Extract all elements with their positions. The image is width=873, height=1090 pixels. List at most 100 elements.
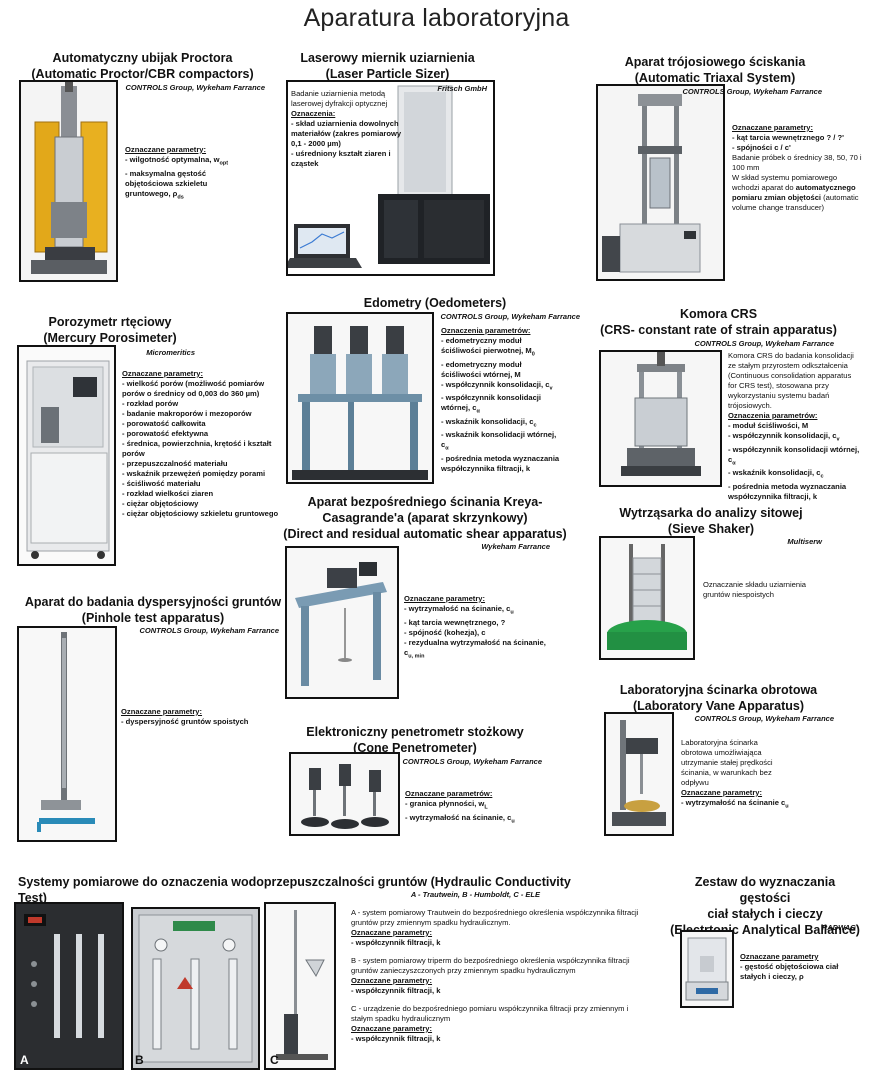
hydraulic-title: Systemy pomiarowe do oznaczenia wodoprze… [18,875,571,905]
laser-maker: Fritsch GmbH [437,84,487,93]
porosimeter-param-item: - porowatość całkowita [122,419,206,428]
crs-param-item: - pośrednia metoda wyznaczania współczyn… [728,481,847,501]
porosimeter-param-item: - rozkład porów [122,399,179,408]
laser-params-label: Oznaczenia: [291,109,336,118]
laser-param-item: - uśredniony kształt ziaren i cząstek [291,149,391,168]
crs-param-item: - współczynnik konsolidacji wtórnej, cα [728,444,860,467]
proctor-params: Oznaczane parametry: - wilgotność optyma… [125,145,237,202]
cone-param-item: - wytrzymałość na ścinanie, cu [405,812,515,825]
hydraulic-label-c-params: Oznaczane parametry: [351,1024,433,1033]
hydraulic-desc-b: B - system pomiarowy triperm do bezpośre… [351,956,630,975]
triaxial-maker: CONTROLS Group, Wykeham Farrance [682,87,822,96]
porosimeter-params: Oznaczane parametry: - wielkość porów (m… [122,369,282,519]
pinhole-params: Oznaczane parametry: - dyspersyjność gru… [121,707,271,727]
hydraulic-maker: A - Trautwein, B - Humboldt, C - ELE [410,890,540,899]
oedometer-maker: CONTROLS Group, Wykeham Farrance [440,312,580,321]
porosimeter-photo [17,345,116,566]
vane-maker: CONTROLS Group, Wykeham Farrance [694,714,834,723]
shear-param-item: - rezydualna wytrzymałość na ścinanie, c… [404,637,546,660]
porosimeter-title: Porozymetr rtęciowy (Mercury Porosimeter… [43,315,177,345]
hydraulic-photo-b [131,907,260,1070]
laser-photo [286,80,495,276]
porosimeter-param-item: - rozkład wielkości ziaren [122,489,214,498]
porosimeter-param-item: - porowatość efektywna [122,429,209,438]
porosimeter-param-item: - ciężar objętościowy [122,499,199,508]
balance-params-label: Oznaczane parametry [740,952,819,961]
balance-params: Oznaczane parametry - gęstość objętościo… [740,952,860,982]
shear-photo [285,546,399,699]
balance-photo [680,930,734,1008]
oedometer-params-label: Oznaczenia parametrów: [441,326,531,335]
oedometer-photo [286,312,434,484]
shear-maker: Wykeham Farrance [481,542,550,551]
porosimeter-param-item: - średnica, powierzchnia, krętość i kszt… [122,439,272,458]
hydraulic-label-b-params: Oznaczane parametry: [351,976,433,985]
vane-photo [604,712,674,836]
laser-title: Laserowy miernik uziarnienia (Laser Part… [300,51,475,81]
oedometer-param-item: - wskaźnik konsolidacji, cc [441,416,537,429]
cone-photo [289,752,400,836]
porosimeter-param-item: - wielkość porów (możliwość pomiarów por… [122,379,265,398]
triaxial-params-label: Oznaczane parametry: [732,123,814,132]
hydraulic-desc-a: A - system pomiarowy Trautwein do bezpoś… [351,908,639,927]
hydraulic-params: A - system pomiarowy Trautwein do bezpoś… [351,908,651,1044]
hydraulic-param-item: - współczynnik filtracji, k [351,986,441,995]
sieve-title: Wytrząsarka do analizy sitowej (Sieve Sh… [619,506,803,536]
crs-params-label: Oznaczenia parametrów: [728,411,818,420]
hydraulic-label-a-params: Oznaczane parametry: [351,928,433,937]
triaxial-desc: Badanie próbek o średnicy 38, 50, 70 i 1… [732,153,862,172]
oedometer-param-item: - współczynnik konsolidacji, cv [441,379,553,392]
cone-params: Oznaczane parametrów: - granica płynnośc… [405,789,555,826]
cone-param-item: - granica płynności, wL [405,799,488,811]
oedometer-param-item: - współczynnik konsolidacji wtórnej, cα [441,393,542,415]
hydraulic-param-item: - współczynnik filtracji, k [351,1034,441,1043]
crs-photo [599,350,722,487]
oedometer-title: Edometry (Oedometers) [363,296,507,310]
crs-param-item: - wskaźnik konsolidacji, cc [728,468,824,480]
hydraulic-photo-a [14,902,124,1070]
pinhole-params-label: Oznaczane parametry: [121,707,203,716]
crs-param-item: - współczynnik konsolidacji, cv [728,431,840,443]
cone-title: Elektroniczny penetrometr stożkowy (Cone… [306,725,524,755]
porosimeter-param-item: - badanie makroporów i mezoporów [122,409,252,418]
porosimeter-params-label: Oznaczane parametry: [122,369,204,378]
oedometer-param-item: - wskaźnik konsolidacji wtórnej, cα [441,430,557,452]
crs-title: Komora CRS (CRS- constant rate of strain… [600,307,837,337]
crs-maker: CONTROLS Group, Wykeham Farrance [694,339,834,348]
shear-param-item: - spójność (kohezja), c [404,627,486,637]
laser-param-item: - skład uziarnienia dowolnych materiałów… [291,119,402,148]
sieve-desc: Oznaczanie składu uziarnienia gruntów ni… [703,580,806,599]
laser-params: Badanie uziarnienia metodą laserowej dyf… [291,89,406,169]
pinhole-title: Aparat do badania dyspersyjności gruntów… [24,595,282,625]
proctor-maker: CONTROLS Group, Wykeham Farrance [125,83,265,92]
proctor-photo [19,80,118,282]
shear-param-item: - kąt tarcia wewnętrznego, ? [404,617,506,627]
hydraulic-photo-c [264,902,336,1070]
hydraulic-desc-c: C - urządzenie do bezpośredniego pomiaru… [351,1004,629,1023]
vane-params-label: Oznaczane parametry: [681,788,763,797]
proctor-param-item: - wilgotność optymalna, wopt [125,155,229,167]
cone-maker: CONTROLS Group, Wykeham Farrance [402,757,542,766]
shear-param-item: - wytrzymałość na ścinanie, cu [404,604,514,616]
shear-params-label: Oznaczane parametry: [404,594,486,603]
porosimeter-param-item: - ciężar objętościowy szkieletu gruntowe… [122,509,279,518]
crs-param-item: - moduł ściśliwości, M [728,421,809,430]
sieve-photo [599,536,695,660]
pinhole-maker: CONTROLS Group, Wykeham Farrance [139,626,279,635]
hydraulic-label-a: A [20,1053,29,1067]
triaxial-params: Oznaczane parametry: - kąt tarcia wewnęt… [732,123,862,213]
crs-params: Komora CRS do badania konsolidacji ze st… [728,351,862,502]
vane-param-item: - wytrzymałość na ścinanie cu [681,798,789,810]
triaxial-desc-2: W skład systemu pomiarowego wchodzi apar… [732,173,859,212]
balance-param-item: - gęstość objętościowa ciał stałych i ci… [740,962,839,981]
sieve-maker: Multiserw [787,537,822,546]
porosimeter-param-item: - wskaźnik przewężeń pomiędzy porami [122,469,266,478]
proctor-param-item: - maksymalna gęstość objętościowa szkiel… [125,168,208,201]
oedometer-param-item: - edometryczny moduł ściśliwości wtórnej… [441,359,522,379]
triaxial-param-item: - spójności c / c' [732,143,791,152]
hydraulic-label-b: B [135,1053,144,1067]
triaxial-param-item: - kąt tarcia wewnętrznego ? / ?' [732,133,844,142]
shear-params: Oznaczane parametry: - wytrzymałość na ś… [404,594,554,661]
porosimeter-param-item: - ściśliwość materiału [122,479,201,488]
porosimeter-maker: Micromeritics [146,348,195,357]
